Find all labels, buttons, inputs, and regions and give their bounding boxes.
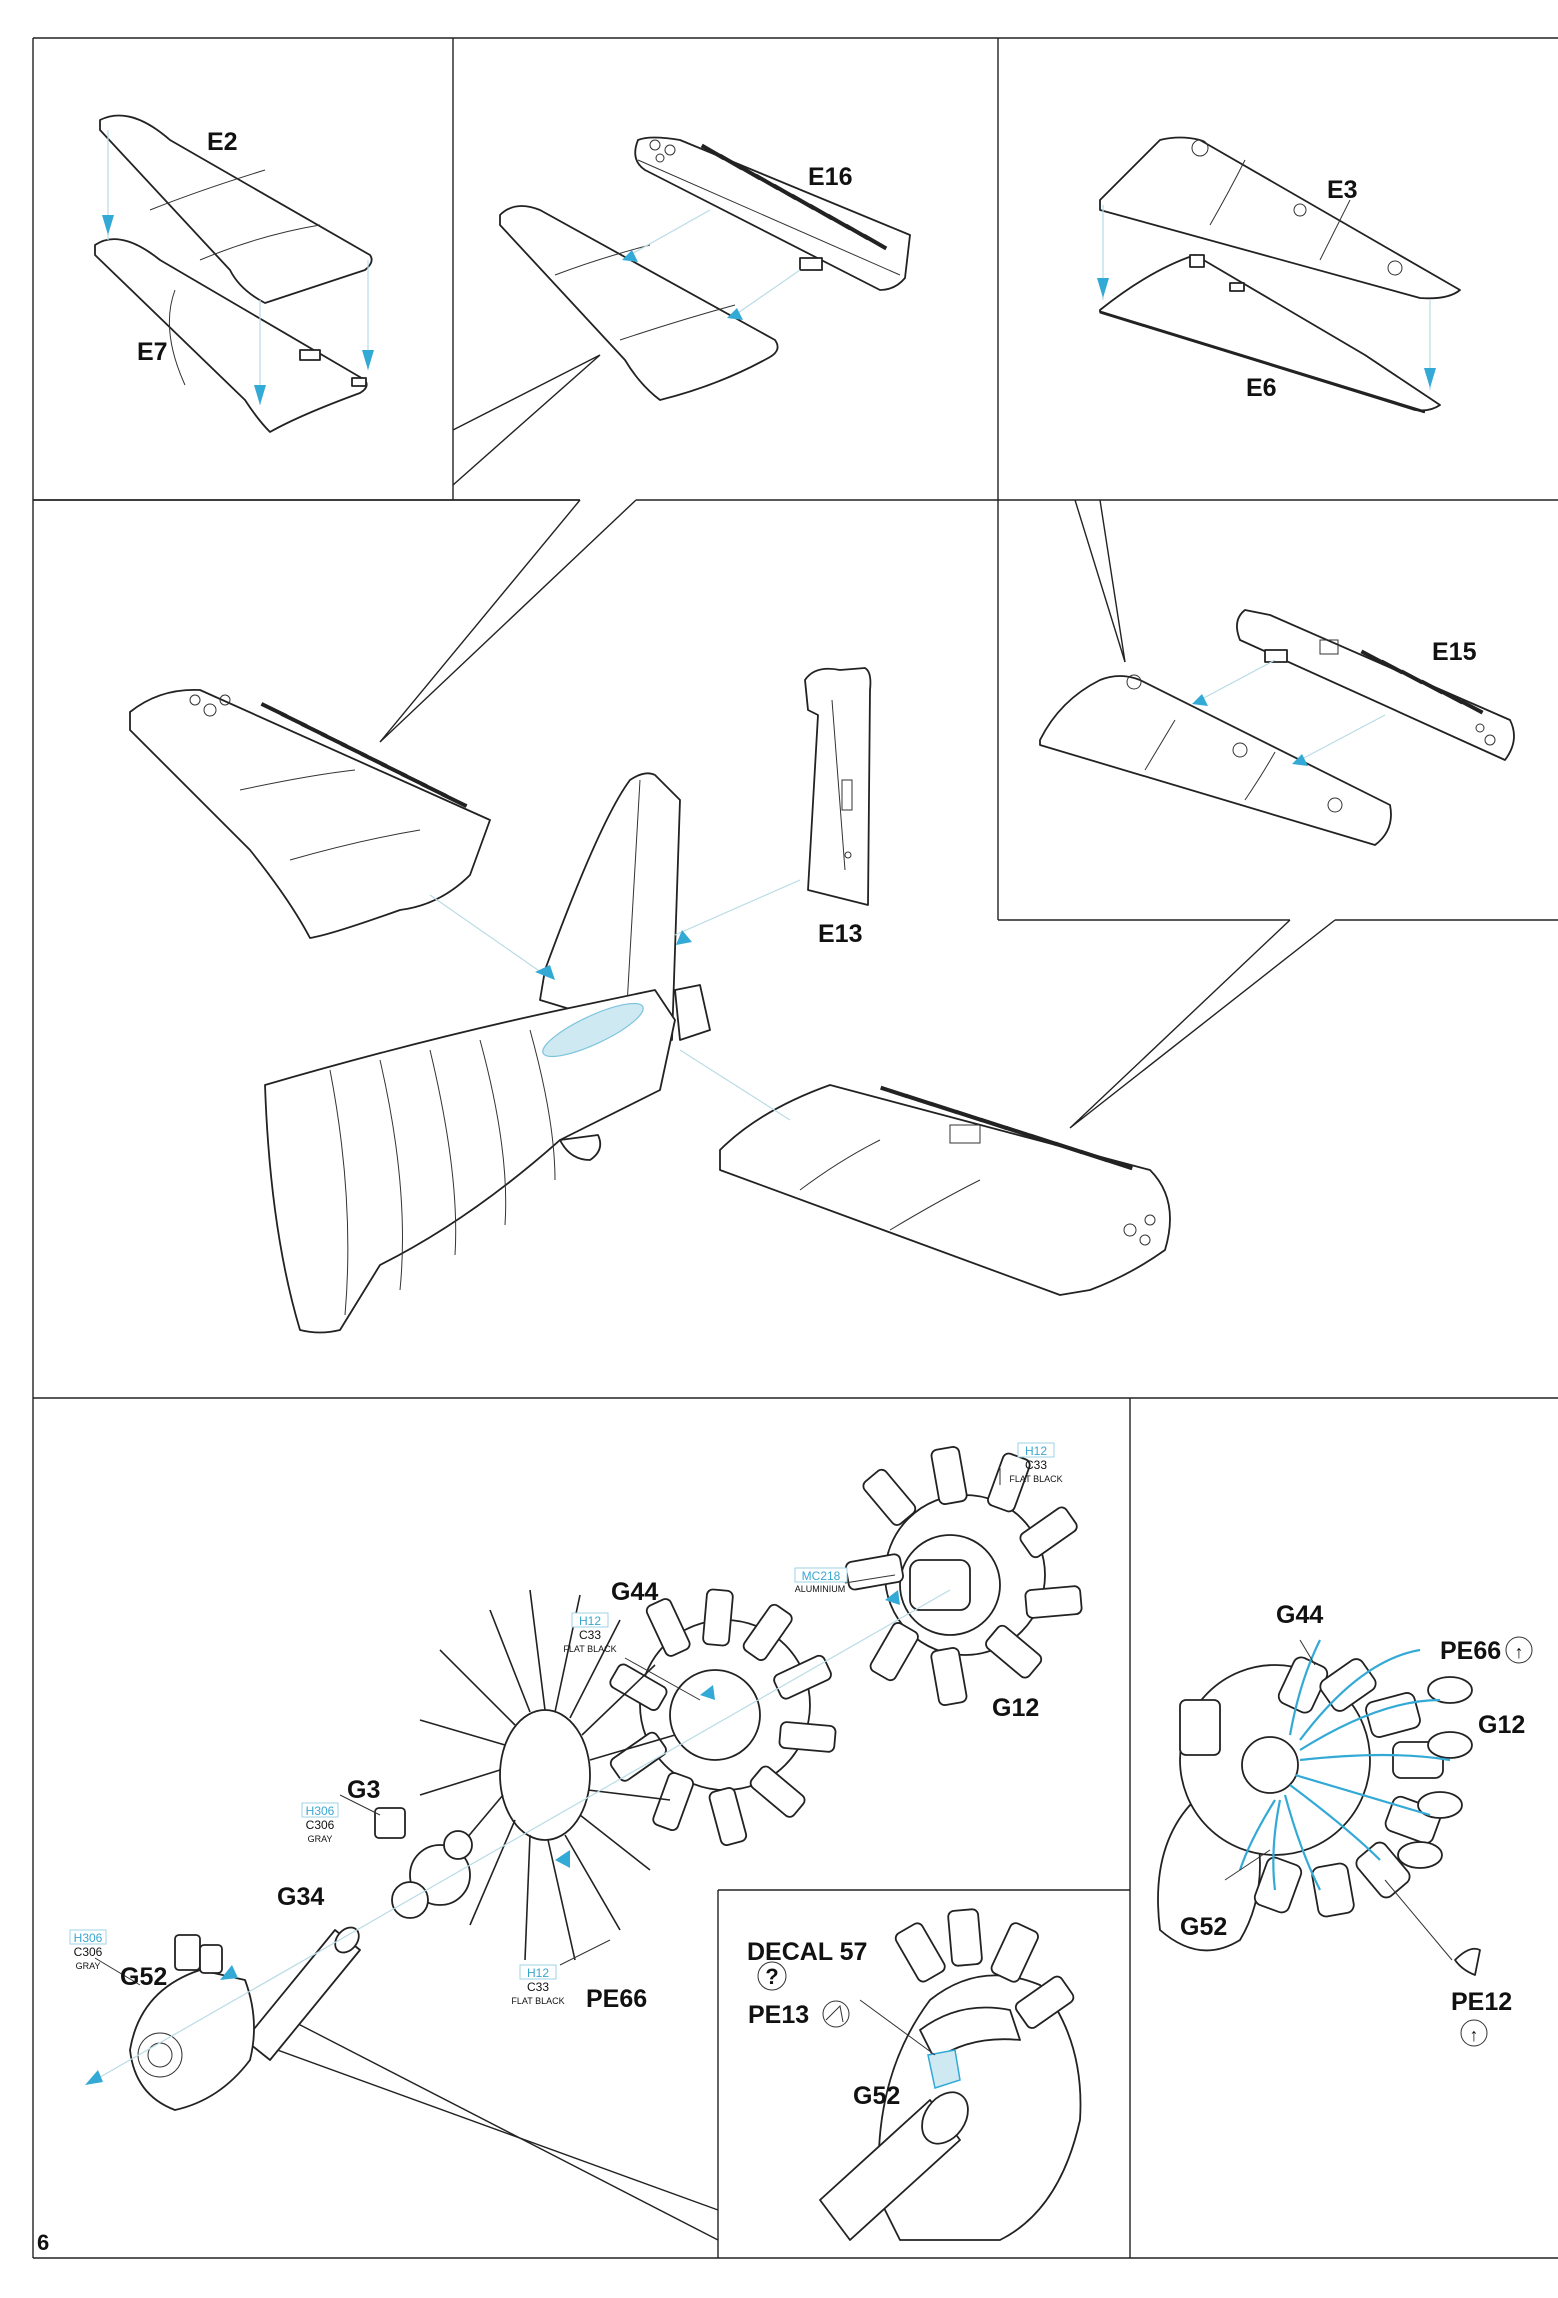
svg-text:C33: C33 <box>1025 1458 1047 1472</box>
svg-text:ALUMINIUM: ALUMINIUM <box>795 1584 846 1594</box>
svg-text:↑: ↑ <box>1515 1642 1524 1662</box>
panel-e15: E15 <box>1039 609 1515 846</box>
e16-slots <box>700 143 888 251</box>
detail-label-pe66: PE66 <box>1440 1637 1501 1665</box>
panel-engine-exploded: G44 G12 G3 G34 G52 PE66 H12 C33 FLAT BLA… <box>69 1442 1083 2111</box>
elevator-tip-e2 <box>99 114 373 304</box>
part-g52 <box>129 1934 255 2111</box>
svg-text:C306: C306 <box>74 1945 103 1959</box>
detail-label-g44: G44 <box>1276 1601 1323 1629</box>
svg-text:↑: ↑ <box>1470 2025 1479 2045</box>
fuselage-tail <box>264 989 676 1334</box>
rudder-e13 <box>804 667 872 906</box>
left-stabilizer <box>129 688 491 939</box>
elevator-e16 <box>634 136 911 291</box>
detail-label-g12: G12 <box>1478 1711 1525 1739</box>
svg-text:GRAY: GRAY <box>76 1961 101 1971</box>
part-label-e13: E13 <box>818 920 862 948</box>
part-label-e7: E7 <box>137 338 168 366</box>
stabilizer-half-right <box>1039 675 1392 846</box>
paint-callout-g44-aluminium: MC218 ALUMINIUM <box>794 1567 848 1594</box>
left-stab-slots <box>260 702 468 808</box>
photoetch-pe66 <box>419 1589 676 1961</box>
engine-g12 <box>845 1446 1083 1706</box>
svg-text:H306: H306 <box>74 1931 103 1945</box>
panel-tail-assembly: E13 <box>129 667 1171 1334</box>
part-label-e6: E6 <box>1246 374 1277 402</box>
svg-text:FLAT BLACK: FLAT BLACK <box>1009 1474 1062 1484</box>
paint-callout-g44: H12 C33 FLAT BLACK <box>563 1612 617 1654</box>
detail-label-pe12: PE12 <box>1451 1988 1512 2016</box>
part-label-e16: E16 <box>808 163 852 191</box>
e15-slots <box>1360 649 1484 715</box>
svg-text:H12: H12 <box>579 1614 601 1628</box>
svg-text:MC218: MC218 <box>802 1569 841 1583</box>
part-label-g3: G3 <box>347 1776 380 1804</box>
part-label-g34: G34 <box>277 1883 324 1911</box>
detail-label-g52: G52 <box>1180 1913 1227 1941</box>
inset-label-g52: G52 <box>853 2082 900 2110</box>
svg-text:H12: H12 <box>1025 1444 1047 1458</box>
inset-label-pe13: PE13 <box>748 2001 809 2029</box>
page-number: 6 <box>37 2230 49 2255</box>
panel-e2-e7: E2 E7 <box>94 114 374 433</box>
paint-callout-g12: H12 C33 FLAT BLACK <box>1009 1442 1063 1484</box>
part-label-g52: G52 <box>120 1963 167 1991</box>
right-stab-slots <box>880 1085 1133 1171</box>
svg-text:C33: C33 <box>527 1980 549 1994</box>
inset-label-decal57: DECAL 57 <box>747 1938 867 1966</box>
part-label-g12: G12 <box>992 1694 1039 1722</box>
svg-text:H12: H12 <box>527 1966 549 1980</box>
part-g3 <box>374 1807 473 1919</box>
paint-callout-g3: H306 C306 GRAY <box>301 1802 339 1844</box>
part-label-e15: E15 <box>1432 638 1477 666</box>
right-stabilizer <box>719 1084 1171 1296</box>
svg-text:C33: C33 <box>579 1628 601 1642</box>
panel-e16: E16 <box>499 136 911 401</box>
part-label-g44: G44 <box>611 1578 658 1606</box>
pe66-wiring-detail <box>1238 1639 1451 1891</box>
elevator-tip-e7 <box>94 238 368 433</box>
part-label-pe66: PE66 <box>586 1985 647 2013</box>
panel-detail-engine: ↑ ↑ G44 PE66 G12 G52 PE12 <box>1157 1601 1533 2047</box>
panel-inset-decal: ? DECAL 57 PE13 G52 <box>747 1908 1082 2241</box>
part-label-e3: E3 <box>1327 176 1358 204</box>
svg-text:GRAY: GRAY <box>308 1834 333 1844</box>
svg-text:C306: C306 <box>306 1818 335 1832</box>
paint-callout-g52: H306 C306 GRAY <box>69 1929 107 1971</box>
svg-text:FLAT BLACK: FLAT BLACK <box>563 1644 616 1654</box>
vertical-fin <box>539 772 681 1041</box>
elevator-e15 <box>1236 609 1515 761</box>
part-label-e2: E2 <box>207 128 238 156</box>
rudder-part-e3 <box>1099 136 1461 300</box>
part-g34 <box>244 1926 361 2061</box>
engine-g44 <box>609 1588 837 1846</box>
paint-callout-pe66: H12 C33 FLAT BLACK <box>511 1964 565 2006</box>
panel-frames <box>32 37 1558 2259</box>
svg-text:H306: H306 <box>306 1804 335 1818</box>
stabilizer-half <box>499 205 779 401</box>
svg-text:FLAT BLACK: FLAT BLACK <box>511 1996 564 2006</box>
panel-e3-e6: E3 E6 <box>1097 136 1461 414</box>
svg-text:?: ? <box>765 1964 778 1989</box>
